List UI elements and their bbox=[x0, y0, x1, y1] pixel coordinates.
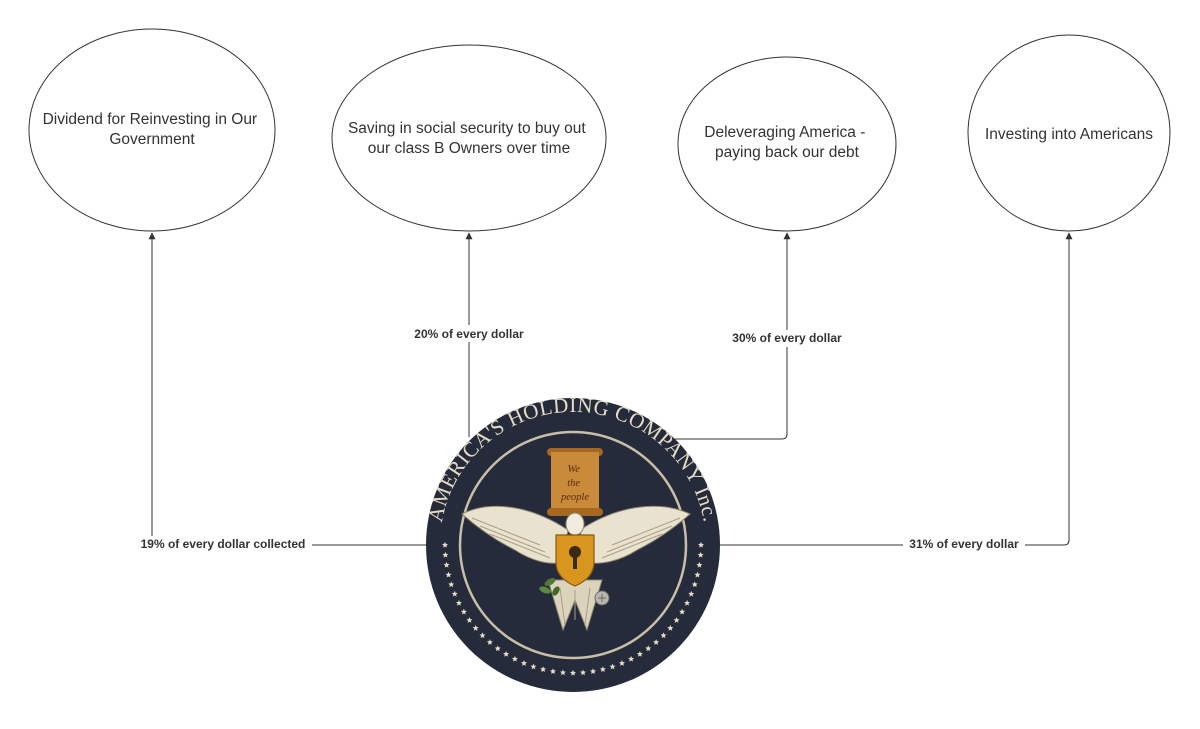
seal-star bbox=[443, 561, 450, 568]
seal-star bbox=[688, 590, 695, 597]
seal-inner-ring bbox=[458, 430, 688, 660]
node-deleveraging[interactable]: Deleveraging America - paying back our d… bbox=[677, 56, 897, 232]
seal-star bbox=[697, 541, 705, 548]
seal-star bbox=[486, 639, 493, 645]
node-deleveraging-line-2: paying back our debt bbox=[715, 144, 860, 161]
svg-text:Investing into Americans: Investing into Americans bbox=[985, 126, 1153, 143]
seal-star bbox=[691, 581, 698, 588]
seal-star bbox=[559, 669, 566, 676]
seal-star bbox=[549, 668, 557, 675]
edge-label-social-security-group: 20% of every dollar bbox=[408, 325, 530, 342]
company-seal[interactable]: AMERICA'S HOLDING COMPANY Inc. We the pe… bbox=[423, 393, 723, 692]
node-social-security[interactable]: Saving in social security to buy out our… bbox=[331, 44, 607, 232]
seal-star bbox=[442, 551, 449, 558]
seal-star bbox=[653, 639, 660, 645]
seal-star bbox=[599, 666, 606, 673]
seal-star bbox=[494, 645, 501, 652]
shield-icon bbox=[555, 534, 595, 587]
seal-star bbox=[696, 561, 703, 568]
seal-star bbox=[667, 624, 674, 631]
arrows-bundle-icon bbox=[594, 590, 610, 606]
node-social-security-line-2: our class B Owners over time bbox=[368, 140, 570, 157]
seal-star bbox=[448, 581, 455, 588]
seal-star bbox=[636, 650, 643, 657]
svg-text:Dividend for Reinvesting in Ou: Dividend for Reinvesting in Our Governme… bbox=[43, 111, 262, 148]
edge-label-deleveraging: 30% of every dollar bbox=[732, 331, 842, 345]
seal-star bbox=[660, 632, 667, 639]
scroll-text-line-3: people bbox=[560, 492, 589, 503]
edge-label-dividend-group: 19% of every dollar collected bbox=[134, 536, 312, 553]
seal-star bbox=[466, 617, 473, 623]
scroll-text-line-1: We bbox=[567, 464, 580, 475]
seal-star bbox=[540, 666, 547, 673]
seal-star bbox=[694, 571, 701, 578]
edge-label-dividend: 19% of every dollar collected bbox=[141, 537, 306, 551]
seal-star bbox=[445, 571, 452, 578]
seal-star bbox=[628, 655, 635, 662]
edge-label-social-security: 20% of every dollar bbox=[414, 327, 524, 341]
scroll-text-line-2: the bbox=[567, 478, 580, 489]
seal-star bbox=[455, 599, 462, 606]
seal-star bbox=[697, 551, 704, 558]
node-investing[interactable]: Investing into Americans bbox=[967, 34, 1171, 232]
svg-text:Deleveraging America - p: Deleveraging America - paying back our d… bbox=[704, 124, 869, 161]
edge-label-investing-group: 31% of every dollar bbox=[903, 536, 1025, 553]
seal-star bbox=[589, 668, 597, 675]
node-dividend-line-1: Dividend for Reinvesting in Our bbox=[43, 111, 258, 128]
seal-star bbox=[520, 660, 528, 666]
seal-star bbox=[472, 624, 479, 631]
seal-star bbox=[460, 608, 467, 615]
eagle-icon bbox=[461, 505, 691, 632]
svg-text:We the people: We the people bbox=[560, 464, 589, 503]
seal-star bbox=[645, 645, 652, 652]
edge-label-investing: 31% of every dollar bbox=[909, 537, 1019, 551]
node-social-security-line-1: Saving in social security to buy out bbox=[348, 120, 586, 137]
seal-star-border bbox=[441, 541, 705, 676]
seal-star bbox=[618, 660, 626, 666]
edge-label-deleveraging-group: 30% of every dollar bbox=[726, 330, 848, 347]
seal-star bbox=[451, 590, 458, 597]
scroll-icon: We the people bbox=[547, 448, 603, 516]
edge-deleveraging[interactable] bbox=[662, 232, 791, 440]
seal-star bbox=[479, 632, 486, 639]
node-deleveraging-line-1: Deleveraging America - bbox=[704, 124, 865, 141]
seal-star bbox=[673, 617, 680, 623]
seal-star bbox=[684, 599, 691, 606]
seal-star bbox=[511, 655, 518, 662]
node-dividend[interactable]: Dividend for Reinvesting in Our Governme… bbox=[28, 28, 276, 232]
seal-star bbox=[503, 650, 510, 657]
seal-star bbox=[679, 608, 686, 615]
node-investing-line-1: Investing into Americans bbox=[985, 126, 1153, 143]
olive-branch-icon bbox=[539, 578, 560, 596]
seal-star bbox=[441, 541, 449, 548]
edge-investing[interactable] bbox=[718, 232, 1073, 546]
seal-star bbox=[580, 669, 587, 676]
edge-dividend[interactable] bbox=[148, 232, 427, 546]
node-dividend-line-2: Government bbox=[109, 131, 195, 148]
svg-text:Saving in social security to b: Saving in social security to buy out our… bbox=[348, 120, 590, 157]
seal-star bbox=[569, 669, 577, 676]
seal-star bbox=[530, 663, 537, 670]
seal-star bbox=[609, 663, 616, 670]
